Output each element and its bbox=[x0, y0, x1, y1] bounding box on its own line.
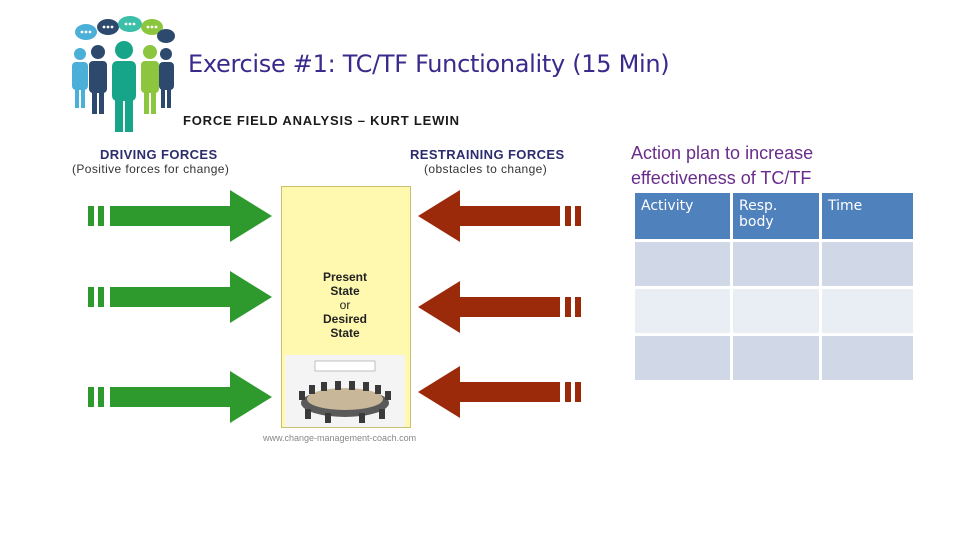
column-header-activity: Activity bbox=[635, 193, 730, 239]
force-field-heading: FORCE FIELD ANALYSIS – KURT LEWIN bbox=[183, 113, 460, 128]
driving-arrow-1 bbox=[88, 190, 272, 242]
source-credit: www.change-management-coach.com bbox=[263, 433, 416, 443]
restraining-forces-sublabel: (obstacles to change) bbox=[424, 162, 547, 176]
speech-bubble-icon bbox=[75, 16, 175, 43]
slide-title: Exercise #1: TC/TF Functionality (15 Min… bbox=[188, 50, 669, 78]
people-icon bbox=[72, 41, 174, 132]
people-chat-logo bbox=[68, 14, 176, 134]
driving-forces-sublabel: (Positive forces for change) bbox=[72, 162, 229, 176]
table-cell[interactable] bbox=[822, 336, 913, 380]
restraining-arrow-2 bbox=[418, 281, 581, 333]
table-cell[interactable] bbox=[733, 336, 819, 380]
table-row bbox=[635, 336, 913, 380]
column-header-resp-body: Resp. body bbox=[733, 193, 819, 239]
restraining-arrow-1 bbox=[418, 190, 581, 242]
restraining-arrow-3 bbox=[418, 366, 581, 418]
driving-arrow-3 bbox=[88, 371, 272, 423]
table-row bbox=[635, 242, 913, 286]
table-cell[interactable] bbox=[635, 242, 730, 286]
table-row bbox=[635, 289, 913, 333]
table-cell[interactable] bbox=[635, 289, 730, 333]
table-cell[interactable] bbox=[733, 289, 819, 333]
column-header-time: Time bbox=[822, 193, 913, 239]
table-cell[interactable] bbox=[822, 289, 913, 333]
table-cell[interactable] bbox=[635, 336, 730, 380]
driving-forces-label: DRIVING FORCES bbox=[100, 147, 218, 162]
force-arrows bbox=[80, 186, 590, 426]
restraining-forces-label: RESTRAINING FORCES bbox=[410, 147, 565, 162]
table-cell[interactable] bbox=[822, 242, 913, 286]
action-plan-table: Activity Resp. body Time bbox=[632, 190, 916, 383]
action-plan-title: Action plan to increase effectiveness of… bbox=[631, 141, 891, 191]
table-cell[interactable] bbox=[733, 242, 819, 286]
table-header-row: Activity Resp. body Time bbox=[635, 193, 913, 239]
driving-arrow-2 bbox=[88, 271, 272, 323]
